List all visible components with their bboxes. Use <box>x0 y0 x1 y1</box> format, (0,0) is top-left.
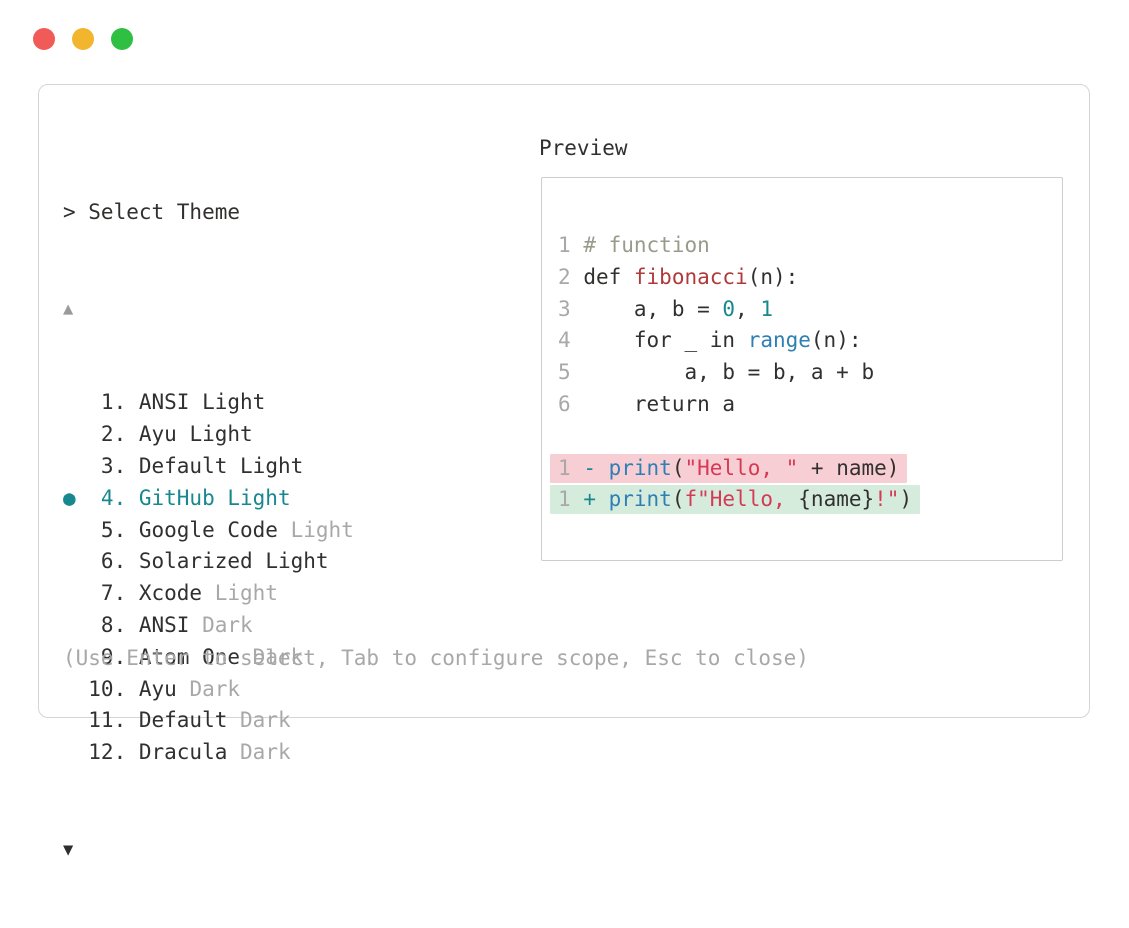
code-line: 4 for _ in range(n): <box>558 328 862 353</box>
line-number: 1 <box>558 233 571 257</box>
code-line: 2 def fibonacci(n): <box>558 264 799 289</box>
line-number: 6 <box>558 391 571 416</box>
theme-name: Dracula <box>138 740 228 765</box>
zoom-button[interactable] <box>111 28 133 50</box>
code-line: 1 # function <box>558 233 710 257</box>
theme-item-atom-one-dark[interactable]: 9. Atom One Dark <box>63 642 354 674</box>
theme-variant: Dark <box>252 644 304 669</box>
prompt-line: > Select Theme <box>63 199 241 224</box>
scroll-down-icon[interactable]: ▼ <box>63 839 74 860</box>
code-line: 3 a, b = 0, 1 <box>558 296 773 321</box>
theme-variant: Light <box>265 549 329 574</box>
marker-space <box>63 451 76 483</box>
diff-line-added: 1 + print(f"Hello, {name}!") <box>550 484 921 516</box>
marker-space <box>63 674 76 706</box>
theme-item-ansi-light[interactable]: 1. ANSI Light <box>63 387 354 419</box>
theme-name: Ayu <box>138 422 177 447</box>
theme-variant: Light <box>202 390 266 415</box>
preview-title: Preview <box>539 136 628 160</box>
theme-name: Default <box>138 453 228 478</box>
diff-highlight-removed: 1 - print("Hello, " + name) <box>550 453 908 483</box>
theme-item-ayu-light[interactable]: 2. Ayu Light <box>63 419 354 451</box>
theme-name: ANSI <box>138 390 190 415</box>
theme-variant: Light <box>290 517 354 542</box>
theme-variant: Light <box>189 422 253 447</box>
theme-selector-window: > Select Theme ▲ 1. ANSI Light 2. Ayu Li… <box>38 84 1090 860</box>
theme-name: Default <box>138 708 228 733</box>
marker-space <box>63 419 76 451</box>
line-number: 2 <box>558 264 571 289</box>
line-number: 4 <box>558 328 571 353</box>
theme-item-default-dark[interactable]: 11. Default Dark <box>63 705 354 737</box>
theme-list: 1. ANSI Light 2. Ayu Light 3. Default Li… <box>63 387 354 769</box>
line-number: 1 <box>558 455 571 480</box>
theme-name: Atom One <box>138 644 241 669</box>
theme-item-solarized-light[interactable]: 6. Solarized Light <box>63 546 354 578</box>
theme-selector-panel: > Select Theme ▲ 1. ANSI Light 2. Ayu Li… <box>63 133 354 928</box>
line-number: 5 <box>558 360 571 385</box>
minimize-button[interactable] <box>72 28 94 50</box>
code-line: 6 return a <box>558 391 736 416</box>
theme-variant: Dark <box>240 740 291 765</box>
marker-space <box>63 610 76 642</box>
theme-item-google-code-light[interactable]: 5. Google Code Light <box>63 515 354 547</box>
line-number: 1 <box>558 487 571 512</box>
theme-item-github-light[interactable]: ● 4. GitHub Light <box>63 483 354 515</box>
selected-dot-icon: ● <box>63 485 76 510</box>
code-preview: 1 # function 2 def fibonacci(n): 3 a, b = … <box>550 230 921 516</box>
scroll-up-icon[interactable]: ▲ <box>63 298 74 319</box>
code-line: 5 a, b = b, a + b <box>558 360 875 385</box>
close-button[interactable] <box>33 28 55 50</box>
diff-line-removed: 1 - print("Hello, " + name) <box>550 453 920 485</box>
theme-variant: Dark <box>240 708 291 733</box>
theme-name: Google Code <box>138 517 278 542</box>
marker-space <box>63 578 76 610</box>
theme-item-dracula-dark[interactable]: 12. Dracula Dark <box>63 737 354 769</box>
theme-item-xcode-light[interactable]: 7. Xcode Light <box>63 578 354 610</box>
theme-variant: Light <box>240 453 304 478</box>
line-number: 3 <box>558 296 571 321</box>
marker-space <box>63 705 76 737</box>
theme-item-ayu-dark[interactable]: 10. Ayu Dark <box>63 674 354 706</box>
marker-space <box>63 546 76 578</box>
theme-name: GitHub <box>138 485 215 510</box>
theme-name: ANSI <box>138 612 190 637</box>
theme-variant: Dark <box>202 612 253 637</box>
theme-variant: Dark <box>189 676 241 701</box>
theme-item-default-light[interactable]: 3. Default Light <box>63 451 354 483</box>
code-line <box>558 421 920 453</box>
preview-pane: 1 # function 2 def fibonacci(n): 3 a, b = … <box>541 177 1063 561</box>
marker-space <box>63 387 76 419</box>
diff-highlight-added: 1 + print(f"Hello, {name}!") <box>550 485 921 515</box>
theme-name: Solarized <box>138 549 253 574</box>
theme-variant: Light <box>214 581 278 606</box>
marker-space <box>63 737 76 769</box>
theme-variant: Light <box>227 485 291 510</box>
theme-item-ansi-dark[interactable]: 8. ANSI Dark <box>63 610 354 642</box>
theme-name: Xcode <box>138 581 203 606</box>
marker-space <box>63 515 76 547</box>
theme-name: Ayu <box>138 676 177 701</box>
footer-hint: (Use Enter to select, Tab to configure s… <box>63 646 809 670</box>
